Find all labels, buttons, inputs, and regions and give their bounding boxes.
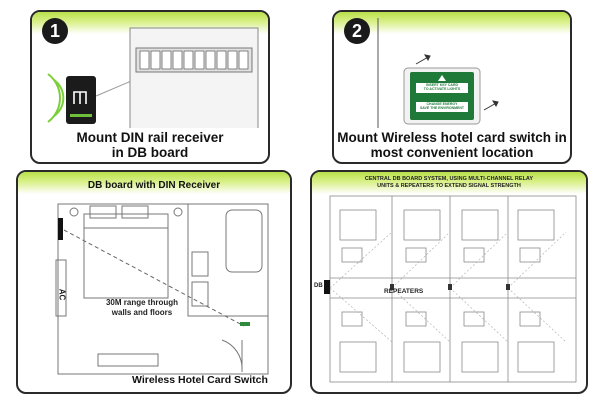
step-number-badge: 1 xyxy=(42,18,68,44)
panel-glow xyxy=(334,12,570,34)
db-board-marker xyxy=(58,218,63,240)
range-text: 30M range through walls and floors xyxy=(82,298,202,318)
step4-title: CENTRAL DB BOARD SYSTEM, USING MULTI-CHA… xyxy=(312,176,586,190)
title-line: CENTRAL DB BOARD SYSTEM, USING MULTI-CHA… xyxy=(364,176,534,182)
card-switch-marker xyxy=(240,322,250,326)
panel-glow xyxy=(312,172,586,194)
step1-panel: 1 Mount DIN rail receiver in DB board xyxy=(30,10,270,164)
bed xyxy=(83,213,169,299)
step2-caption: Mount Wireless hotel card switch in most… xyxy=(334,130,570,160)
caption-line: in DB board xyxy=(111,145,189,160)
building-floor-plan xyxy=(324,195,577,383)
range-line: walls and floors xyxy=(111,308,173,317)
step3-title: DB board with DIN Receiver xyxy=(87,180,221,191)
switch-label: Wireless Hotel Card Switch xyxy=(132,374,268,386)
step1-caption: Mount DIN rail receiver in DB board xyxy=(32,130,268,160)
card-switch-illustration xyxy=(377,18,499,128)
step-number-badge: 2 xyxy=(344,18,370,44)
title-line: UNITS & REPEATERS TO EXTEND SIGNAL STREN… xyxy=(377,183,521,189)
repeater-icon xyxy=(390,284,510,290)
caption-line: Mount DIN rail receiver xyxy=(76,130,224,145)
db-board xyxy=(129,27,259,128)
ac-unit xyxy=(55,259,67,317)
ac-label: AC xyxy=(57,288,67,301)
caption-line: most convenient location xyxy=(370,145,534,160)
panel-glow xyxy=(18,172,290,194)
breaker-row xyxy=(139,50,249,70)
card-text-bottom: CHANGE ENERGY SAVE THE ENVIRONMENT xyxy=(419,102,465,110)
bathroom xyxy=(187,203,269,317)
range-line: 30M range through xyxy=(105,298,178,307)
caption-line: Mount Wireless hotel card switch in xyxy=(337,130,567,145)
card-text-top: INSERT KEY CARD TO ACTIVATE LIGHTS xyxy=(423,83,461,91)
step2-panel: 2 INSERT KEY CARD TO ACTIVATE LIGHTS CHA… xyxy=(332,10,572,164)
wireless-signal-icon xyxy=(47,73,65,123)
din-receiver-module xyxy=(66,76,96,124)
din-receiver-illustration xyxy=(47,27,259,128)
step4-panel: CENTRAL DB BOARD SYSTEM, USING MULTI-CHA… xyxy=(310,170,588,394)
step3-panel: DB board with DIN Receiver xyxy=(16,170,292,394)
repeaters-label: REPEATERS xyxy=(384,288,424,295)
arrow-icon xyxy=(415,54,499,111)
room-floor-plan xyxy=(55,203,269,375)
room-outline xyxy=(57,203,269,375)
central-db-marker xyxy=(324,280,330,294)
signal-lines xyxy=(329,231,567,343)
signal-path xyxy=(63,229,245,327)
bathtub xyxy=(225,209,263,273)
db-label: DB xyxy=(314,283,323,289)
